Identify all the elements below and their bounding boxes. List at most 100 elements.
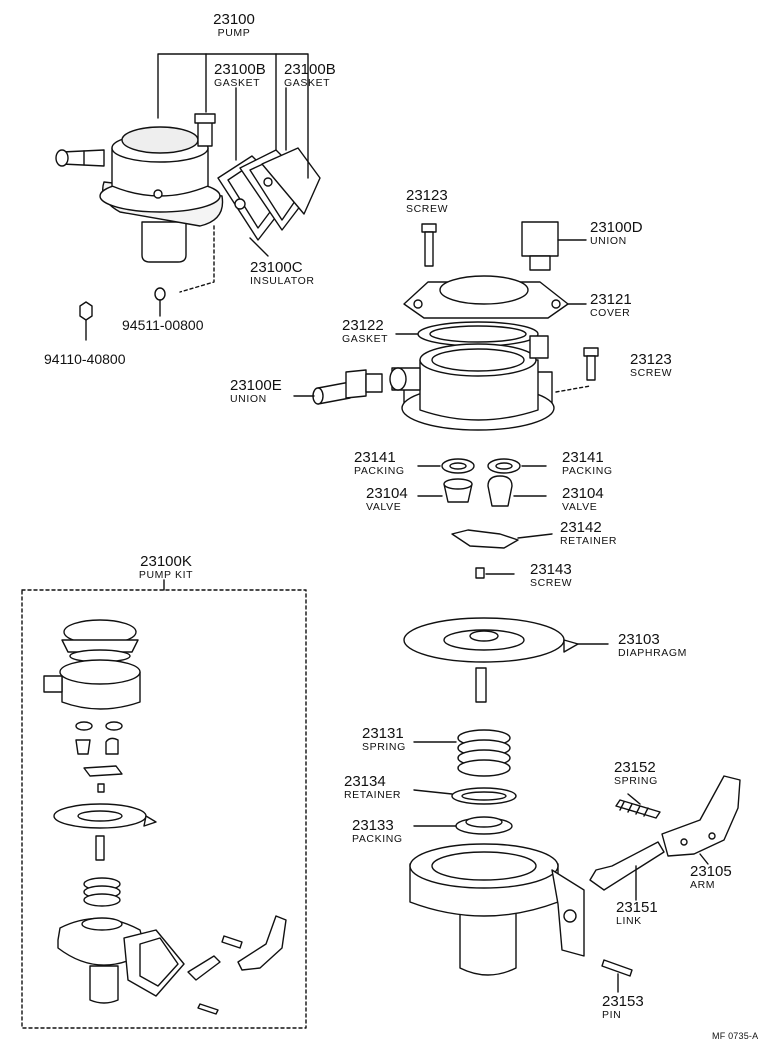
pump-assembly-drawing (55, 113, 224, 263)
part-name: SCREW (406, 203, 449, 215)
part-name: VALVE (366, 501, 402, 513)
part-number: 23100E (230, 377, 282, 394)
part-number: 23123 (406, 187, 448, 204)
gasket-plates-drawing (217, 147, 321, 241)
part-name: SPRING (614, 775, 658, 787)
part-name: PACKING (562, 465, 613, 477)
arm-spring-drawing (615, 793, 661, 819)
part-name: PIN (602, 1009, 622, 1021)
label-washer: 94511-00800 (122, 318, 203, 332)
label-screw-top: 23123 SCREW (406, 188, 448, 215)
part-name: INSULATOR (250, 275, 315, 287)
part-number: 94511-00800 (122, 317, 204, 333)
part-number: 23141 (354, 449, 396, 466)
label-gasket-cover: 23122 GASKET (342, 318, 388, 345)
retainer-valve-drawing (451, 529, 553, 579)
part-name: PACKING (354, 465, 405, 477)
part-number: 23143 (530, 561, 572, 578)
label-union-d: 23100D UNION (590, 220, 643, 247)
label-screw-side: 23123 SCREW (630, 352, 672, 379)
part-number: 23131 (362, 725, 404, 742)
part-number: 23100B (214, 61, 266, 78)
part-number: 23123 (630, 351, 672, 368)
part-name: GASKET (284, 77, 331, 89)
union-e-drawing (293, 369, 383, 405)
label-retainer-spring: 23134 RETAINER (344, 774, 401, 801)
nut-washer-drawing (79, 287, 166, 341)
spring-packing-drawing (413, 816, 513, 835)
part-number: 23121 (590, 291, 632, 308)
part-number: 23152 (614, 759, 656, 776)
label-packing-right: 23141 PACKING (562, 450, 613, 477)
part-name: RETAINER (344, 789, 402, 801)
part-number: 23133 (352, 817, 394, 834)
lower-body-drawing (409, 843, 585, 976)
cover-drawing (403, 275, 587, 319)
part-number: 23151 (616, 899, 658, 916)
spring-retainer-drawing (413, 787, 517, 805)
part-number: 23134 (344, 773, 386, 790)
part-name: PUMP KIT (138, 569, 194, 581)
part-name: SCREW (630, 367, 673, 379)
label-insulator: 23100C INSULATOR (250, 260, 315, 287)
screw-top-drawing (421, 223, 437, 267)
part-number: 23100 (213, 11, 255, 28)
label-cover: 23121 COVER (590, 292, 632, 319)
label-valve-right: 23104 VALVE (562, 486, 604, 513)
figure-reference: MF 0735-A (712, 1031, 759, 1041)
part-name: SPRING (362, 741, 406, 753)
label-arm: 23105 ARM (690, 864, 732, 891)
part-number: 23142 (560, 519, 602, 536)
label-screw-retainer: 23143 SCREW (530, 562, 572, 589)
part-name: RETAINER (560, 535, 618, 547)
part-name: UNION (230, 393, 267, 405)
part-number: 94110-40800 (44, 351, 126, 367)
main-spring-drawing (413, 729, 511, 777)
label-valve-left: 23104 VALVE (366, 486, 408, 513)
pin-drawing (601, 959, 633, 993)
label-pump: 23100 PUMP (213, 12, 255, 39)
label-pin: 23153 PIN (602, 994, 644, 1021)
pump-kit-contents-drawing (43, 619, 287, 1015)
part-number: 23104 (366, 485, 408, 502)
screw-side-drawing (583, 347, 599, 381)
part-number: 23100C (250, 259, 303, 276)
part-number: 23141 (562, 449, 604, 466)
part-name: PUMP (217, 27, 251, 39)
label-spring-arm: 23152 SPRING (614, 760, 658, 787)
part-name: COVER (590, 307, 631, 319)
callout-brackets-top (157, 53, 309, 293)
part-name: LINK (616, 915, 642, 927)
label-packing-spring: 23133 PACKING (352, 818, 403, 845)
link-drawing (589, 841, 665, 901)
part-name: DIAPHRAGM (618, 647, 687, 659)
label-union-e: 23100E UNION (230, 378, 282, 405)
part-number: 23100B (284, 61, 336, 78)
upper-body-drawing (389, 335, 591, 431)
part-name: ARM (690, 879, 716, 891)
label-gasket-b: 23100B GASKET (284, 62, 336, 89)
label-pump-kit: 23100K PUMP KIT (139, 554, 193, 581)
part-name: PACKING (352, 833, 403, 845)
label-gasket-a: 23100B GASKET (214, 62, 266, 89)
arm-drawing (661, 775, 741, 865)
label-nut: 94110-40800 (44, 352, 125, 366)
part-number: 23122 (342, 317, 384, 334)
part-number: 23105 (690, 863, 732, 880)
part-number: 23100D (590, 219, 643, 236)
label-spring-main: 23131 SPRING (362, 726, 406, 753)
union-d-drawing (521, 221, 587, 271)
part-name: GASKET (214, 77, 261, 89)
gasket-cover-drawing (395, 321, 539, 347)
diaphragm-drawing (403, 617, 609, 703)
part-number: 23100K (140, 553, 192, 570)
label-diaphragm: 23103 DIAPHRAGM (618, 632, 687, 659)
part-name: GASKET (342, 333, 389, 345)
label-packing-left: 23141 PACKING (354, 450, 405, 477)
part-number: 23103 (618, 631, 660, 648)
packings-valves-drawing (417, 458, 547, 507)
label-link: 23151 LINK (616, 900, 658, 927)
part-number: 23153 (602, 993, 644, 1010)
part-name: SCREW (530, 577, 573, 589)
